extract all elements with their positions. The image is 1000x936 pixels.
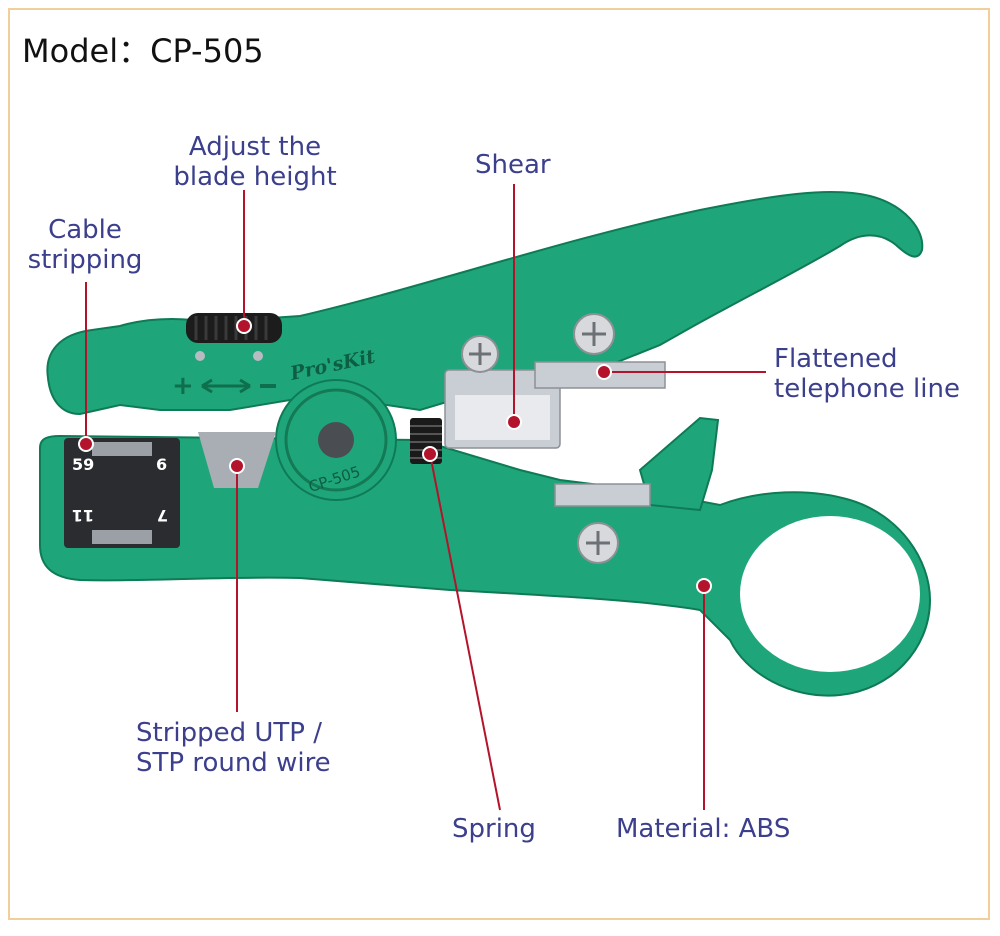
knob-pin-left	[195, 351, 205, 361]
leader-spring	[429, 453, 501, 811]
finger-ring-hole	[740, 516, 920, 672]
label-adjust-line2: blade height	[173, 162, 337, 192]
flat-blade-bottom	[554, 483, 651, 507]
size-mark-11: 11	[72, 506, 94, 525]
label-spring: Spring	[452, 814, 536, 844]
label-flattened-line1: Flattened	[774, 344, 898, 374]
model-code: CP-505	[150, 32, 264, 70]
label-cable-line2: stripping	[27, 245, 143, 275]
label-shear-line1: Shear	[475, 150, 551, 180]
cassette-window-top	[92, 442, 152, 456]
model-prefix: Model：	[22, 32, 151, 70]
shear-blade-edge	[455, 395, 550, 440]
label-flattened-telephone-line: Flattened telephone line	[774, 344, 960, 404]
model-title: Model：CP-505	[22, 26, 264, 72]
size-mark-59: 59	[72, 455, 94, 474]
label-adjust-blade-height: Adjust the blade height	[160, 132, 350, 192]
label-cable-stripping: Cable stripping	[14, 215, 156, 275]
pivot-screw	[318, 422, 354, 458]
adjust-knob	[186, 313, 282, 343]
label-stripped-line1: Stripped UTP /	[136, 718, 322, 748]
size-mark-7: 7	[157, 506, 168, 525]
adjust-arrow	[201, 378, 251, 394]
knob-pin-right	[253, 351, 263, 361]
label-stripped-wire: Stripped UTP / STP round wire	[136, 718, 331, 778]
stop-tab	[638, 416, 720, 512]
cassette-window-bottom	[92, 530, 152, 544]
stripping-cassette	[64, 438, 180, 548]
label-stripped-line2: STP round wire	[136, 748, 331, 778]
label-adjust-line1: Adjust the	[188, 132, 322, 162]
plus-mark: +	[172, 371, 194, 401]
figure-frame	[8, 8, 990, 920]
pivot-inner-ring	[284, 388, 388, 492]
leader-lines	[85, 184, 766, 811]
label-cable-line1: Cable	[48, 215, 122, 245]
label-shear: Shear	[475, 150, 551, 180]
label-material-line1: Material: ABS	[616, 814, 791, 844]
leader-dots	[78, 318, 712, 594]
label-material: Material: ABS	[616, 814, 790, 844]
lower-handle	[39, 434, 932, 697]
label-flattened-line2: telephone line	[774, 374, 960, 404]
size-mark-6: 6	[156, 455, 167, 474]
label-spring-line1: Spring	[452, 814, 536, 844]
